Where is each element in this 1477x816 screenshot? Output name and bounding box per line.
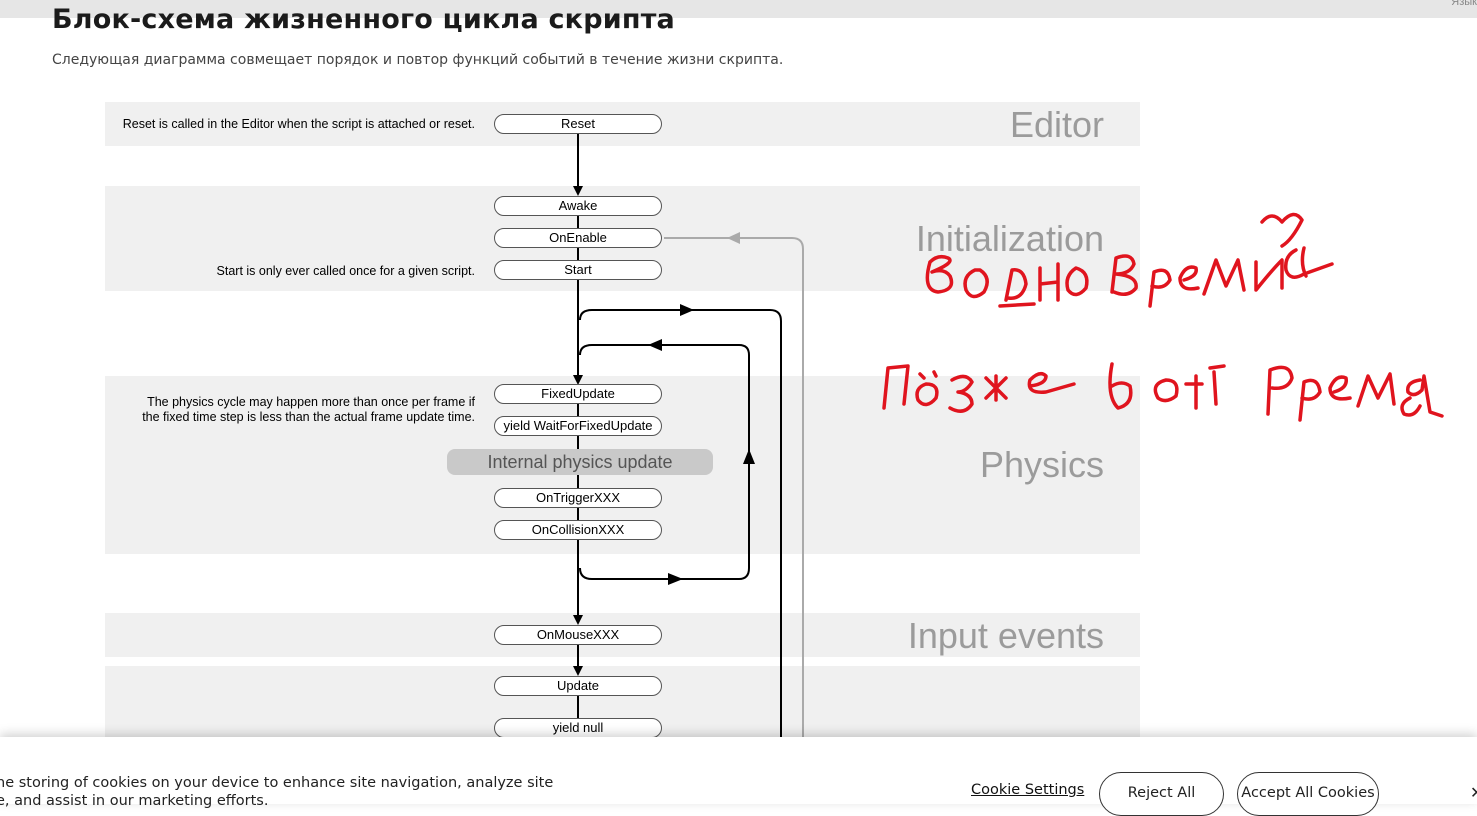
physics-loop-arrowhead-up xyxy=(743,449,755,464)
input-events-section-label: Input events xyxy=(907,615,1104,656)
node-fixedupdate: FixedUpdate xyxy=(494,384,662,404)
node-internal-physics-update: Internal physics update xyxy=(447,449,713,475)
node-awake: Awake xyxy=(494,196,662,216)
frame-loop-line xyxy=(579,309,782,740)
initialization-section-label: Initialization xyxy=(915,218,1104,259)
page-title: Блок-схема жизненного цикла скрипта xyxy=(52,4,675,35)
cookie-banner-text-line1: he storing of cookies on your device to … xyxy=(0,775,554,791)
node-onmousexxx: OnMouseXXX xyxy=(494,625,662,645)
physics-note-line1: The physics cycle may happen more than o… xyxy=(147,395,475,409)
page-subtitle: Следующая диаграмма совмещает порядок и … xyxy=(52,52,784,68)
frame-loop-arrowhead xyxy=(680,304,694,316)
cookie-banner-text: he storing of cookies on your device to … xyxy=(0,774,553,810)
cookie-banner: he storing of cookies on your device to … xyxy=(0,737,1477,816)
handwriting-line1 xyxy=(925,212,1334,308)
handwriting-line2 xyxy=(882,362,1444,422)
node-start: Start xyxy=(494,260,662,280)
reset-note: Reset is called in the Editor when the s… xyxy=(122,117,475,131)
physics-section-label: Physics xyxy=(979,444,1104,485)
node-ontriggerxxx: OnTriggerXXX xyxy=(494,488,662,508)
accept-all-cookies-button[interactable]: Accept All Cookies xyxy=(1237,772,1379,816)
node-oncollisionxxx: OnCollisionXXX xyxy=(494,520,662,540)
editor-section: Editor xyxy=(105,102,1140,146)
node-yield-waitforfixedupdate: yield WaitForFixedUpdate xyxy=(494,416,662,436)
node-onenable: OnEnable xyxy=(494,228,662,248)
language-selector[interactable]: Язык xyxy=(1451,0,1477,8)
start-note: Start is only ever called once for a giv… xyxy=(216,264,475,278)
onenable-loop-arrowhead xyxy=(727,232,740,244)
node-update: Update xyxy=(494,676,662,696)
physics-loop-arrowhead-top xyxy=(648,339,662,351)
close-icon[interactable]: ✕ xyxy=(1470,785,1477,802)
physics-note-line2: the fixed time step is less than the act… xyxy=(142,410,475,424)
cookie-settings-link[interactable]: Cookie Settings xyxy=(971,782,1085,798)
reject-all-button[interactable]: Reject All xyxy=(1099,772,1224,816)
physics-note: The physics cycle may happen more than o… xyxy=(142,395,475,425)
onenable-loop-line xyxy=(664,237,804,740)
node-reset: Reset xyxy=(494,114,662,134)
physics-loop-arrowhead-bottom xyxy=(668,573,683,585)
editor-section-label: Editor xyxy=(1009,104,1104,145)
top-bar: Язык xyxy=(0,0,1477,18)
cookie-banner-text-line2: e, and assist in our marketing efforts. xyxy=(0,793,269,809)
